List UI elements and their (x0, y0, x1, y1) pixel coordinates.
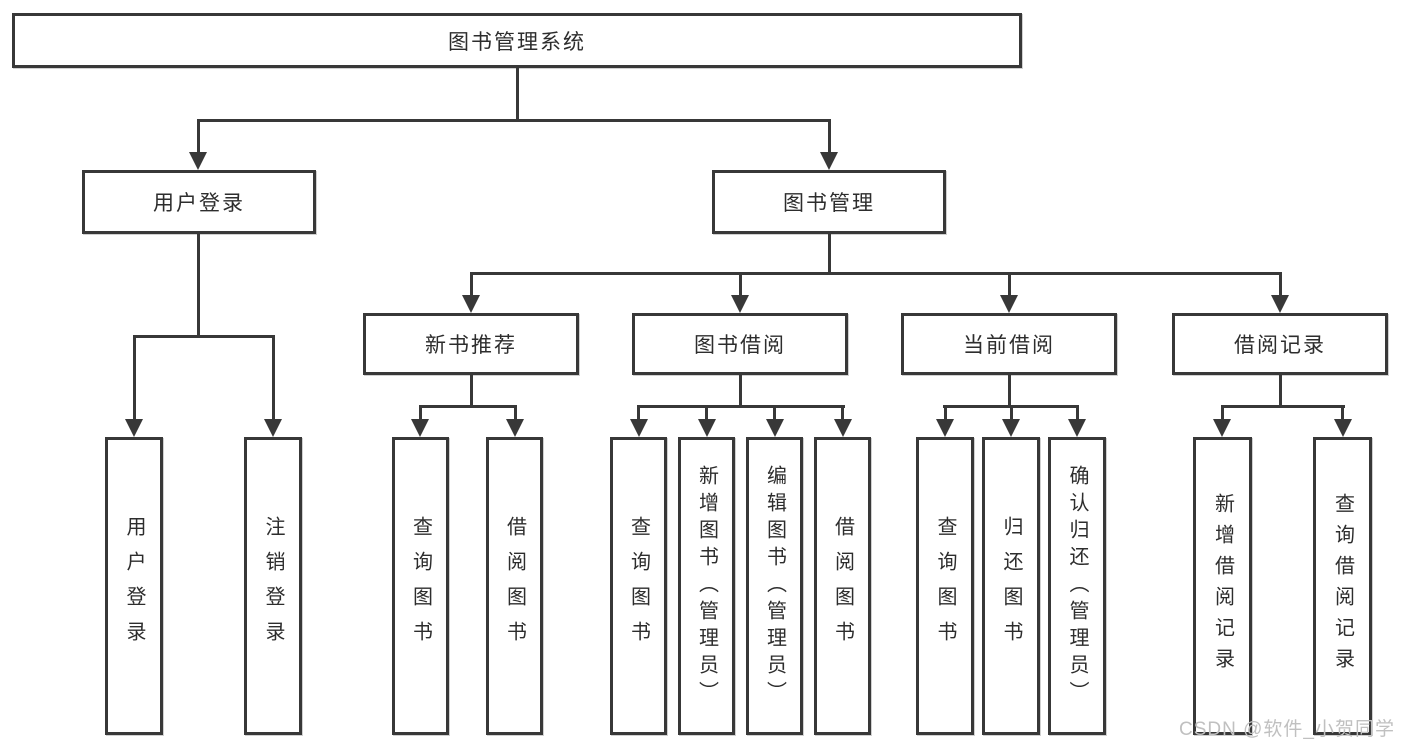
node-user-login-module: 用户登录 (82, 170, 316, 234)
arrow-down-icon (506, 419, 524, 437)
connector-stem (1008, 375, 1011, 407)
connector-stem (197, 234, 200, 337)
arrow-down-icon (189, 152, 207, 170)
node-new-book-recommend: 新书推荐 (363, 313, 579, 375)
node-records-add-record: 新增借阅记录 (1193, 437, 1252, 735)
arrow-down-icon (936, 419, 954, 437)
node-current-query-books: 查询图书 (916, 437, 974, 735)
connector-bus (1221, 405, 1345, 408)
node-label: 查询图书 (934, 516, 956, 656)
arrow-down-icon (1002, 419, 1020, 437)
node-label: 查询图书 (409, 516, 432, 656)
connector-stem (133, 335, 136, 421)
connector-stem (419, 405, 422, 421)
node-label: 新增图书（管理员） (695, 464, 718, 708)
arrow-down-icon (264, 419, 282, 437)
connector-stem (1008, 272, 1011, 298)
connector-stem (944, 405, 947, 421)
arrow-down-icon (766, 419, 784, 437)
node-label: 用户登录 (153, 192, 245, 215)
node-system-root: 图书管理系统 (12, 13, 1022, 68)
connector-bus (470, 272, 1282, 275)
node-newbook-borrow-books: 借阅图书 (486, 437, 543, 735)
node-book-borrowing: 图书借阅 (632, 313, 848, 375)
node-logout: 注销登录 (244, 437, 302, 735)
node-label: 图书管理系统 (448, 30, 586, 54)
node-borrow-records: 借阅记录 (1172, 313, 1388, 375)
connector-stem (1221, 405, 1224, 421)
node-label: 新增借阅记录 (1211, 493, 1234, 679)
connector-stem (1010, 405, 1013, 421)
node-label: 新书推荐 (425, 334, 517, 357)
connector-stem (705, 405, 708, 421)
connector-stem (514, 405, 517, 421)
node-newbook-query-books: 查询图书 (392, 437, 449, 735)
node-user-login-leaf: 用户登录 (105, 437, 163, 735)
arrow-down-icon (1068, 419, 1086, 437)
arrow-down-icon (462, 295, 480, 313)
node-borrowing-add-books-admin: 新增图书（管理员） (678, 437, 735, 735)
connector-stem (470, 375, 473, 407)
node-label: 编辑图书（管理员） (763, 464, 786, 708)
connector-stem (828, 119, 831, 154)
node-label: 查询借阅记录 (1331, 493, 1354, 679)
connector-stem (828, 234, 831, 275)
connector-bus (637, 405, 845, 408)
node-current-confirm-return-admin: 确认归还（管理员） (1048, 437, 1106, 735)
connector-stem (637, 405, 640, 421)
arrow-down-icon (125, 419, 143, 437)
arrow-down-icon (1213, 419, 1231, 437)
arrow-down-icon (820, 152, 838, 170)
node-label: 图书借阅 (694, 334, 786, 357)
arrow-down-icon (698, 419, 716, 437)
connector-root-stem (516, 68, 519, 121)
arrow-down-icon (411, 419, 429, 437)
connector-stem (773, 405, 776, 421)
connector-stem (841, 405, 844, 421)
csdn-watermark: CSDN @软件_小贺同学 (1179, 719, 1395, 740)
node-label: 注销登录 (262, 516, 284, 656)
arrow-down-icon (834, 419, 852, 437)
node-label: 用户登录 (123, 516, 145, 656)
node-borrowing-query-books: 查询图书 (610, 437, 667, 735)
node-current-borrowing: 当前借阅 (901, 313, 1117, 375)
node-borrowing-edit-books-admin: 编辑图书（管理员） (746, 437, 803, 735)
arrow-down-icon (1271, 295, 1289, 313)
arrow-down-icon (731, 295, 749, 313)
node-label: 确认归还（管理员） (1066, 464, 1088, 708)
connector-stem (470, 272, 473, 298)
node-label: 借阅记录 (1234, 334, 1326, 357)
connector-root-bus (197, 119, 831, 122)
node-label: 借阅图书 (503, 516, 526, 656)
node-borrowing-borrow-books: 借阅图书 (814, 437, 871, 735)
node-label: 当前借阅 (963, 334, 1055, 357)
node-label: 借阅图书 (831, 516, 854, 656)
arrow-down-icon (630, 419, 648, 437)
node-records-query-record: 查询借阅记录 (1313, 437, 1372, 735)
connector-stem (739, 272, 742, 298)
connector-bus (133, 335, 275, 338)
connector-stem (1279, 272, 1282, 298)
arrow-down-icon (1334, 419, 1352, 437)
node-label: 图书管理 (783, 192, 875, 215)
node-label: 查询图书 (627, 516, 650, 656)
connector-stem (739, 375, 742, 407)
arrow-down-icon (1000, 295, 1018, 313)
connector-stem (1279, 375, 1282, 407)
node-current-return-books: 归还图书 (982, 437, 1040, 735)
node-book-management-module: 图书管理 (712, 170, 946, 234)
connector-stem (1341, 405, 1344, 421)
connector-stem (197, 119, 200, 154)
connector-stem (272, 335, 275, 421)
node-label: 归还图书 (1000, 516, 1022, 656)
connector-bus (419, 405, 517, 408)
connector-stem (1076, 405, 1079, 421)
